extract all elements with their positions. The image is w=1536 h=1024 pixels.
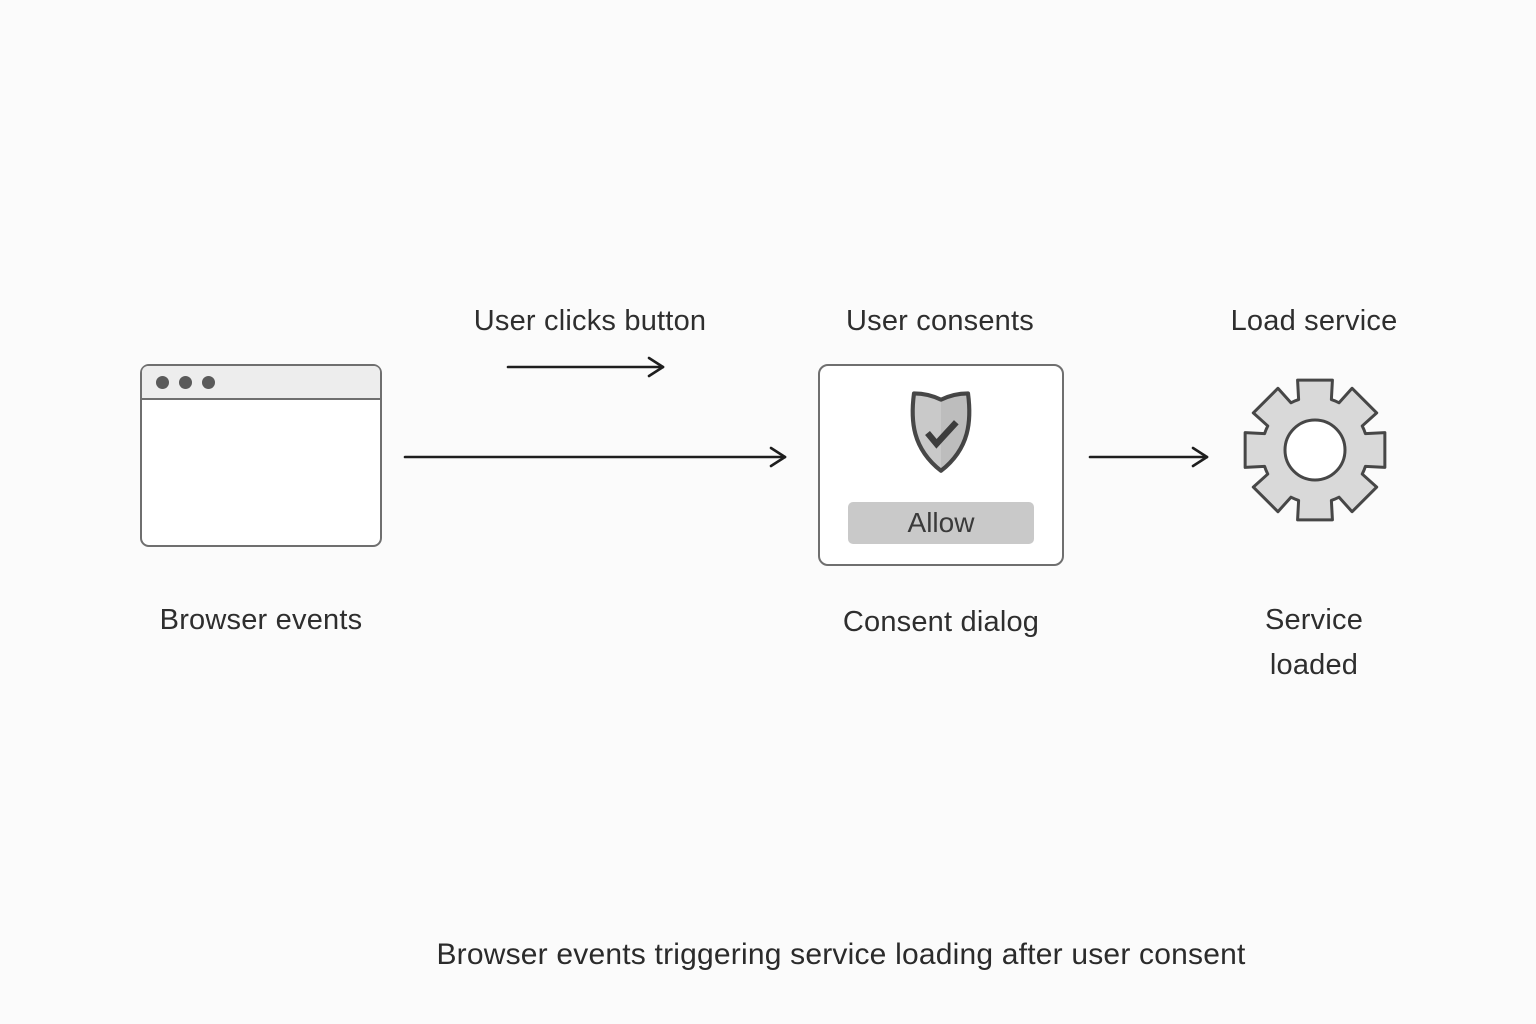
consent-dialog-panel: Allow — [818, 364, 1064, 566]
arrow-user-clicks — [506, 356, 665, 378]
browser-window-icon — [140, 364, 382, 547]
arrow-dialog-to-service — [1088, 446, 1209, 468]
arrow-browser-to-dialog — [403, 446, 787, 468]
step-label-user-consents: User consents — [846, 305, 1034, 337]
shield-check-icon — [910, 391, 972, 473]
browser-titlebar — [142, 366, 380, 400]
window-dot-icon — [179, 375, 192, 389]
step-label-load-service: Load service — [1230, 305, 1398, 337]
window-dot-icon — [202, 375, 215, 389]
node-label-browser-events: Browser events — [159, 604, 363, 636]
window-dot-icon — [156, 375, 169, 389]
step-label-user-clicks-button: User clicks button — [473, 305, 707, 337]
gear-icon — [1243, 378, 1387, 522]
node-label-service-loaded: Service loaded — [1264, 604, 1364, 681]
diagram-caption: Browser events triggering service loadin… — [436, 938, 1246, 971]
allow-button: Allow — [848, 502, 1034, 544]
node-label-consent-dialog: Consent dialog — [842, 606, 1040, 638]
